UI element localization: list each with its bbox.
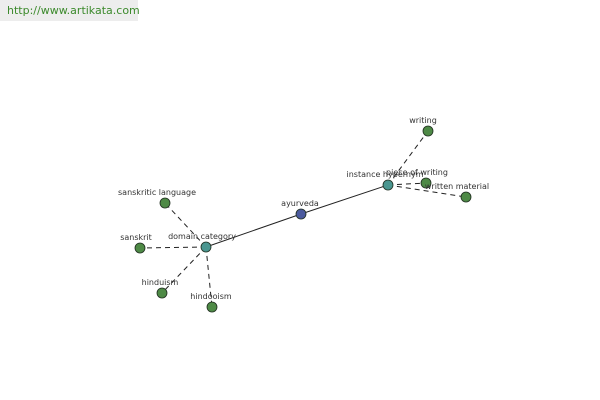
- source-banner: http://www.artikata.com: [0, 0, 140, 21]
- node-label-piece-of-writing: piece of writing: [386, 168, 448, 177]
- node-label-hinduism: hinduism: [142, 278, 179, 287]
- edge-instance-hypernym-to-writing: [387, 130, 429, 186]
- node-label-hindooism: hindooism: [190, 292, 232, 301]
- node-domain-category[interactable]: [200, 241, 212, 253]
- node-label-writing: writing: [409, 116, 437, 125]
- node-layer: [134, 125, 472, 313]
- source-link[interactable]: http://www.artikata.com: [7, 4, 140, 17]
- node-label-domain-category: domain category: [168, 232, 236, 241]
- edge-domain-category-to-hinduism: [161, 246, 207, 294]
- node-writing[interactable]: [422, 125, 434, 137]
- node-instance-hypernym[interactable]: [382, 179, 394, 191]
- node-label-ayurveda: ayurveda: [281, 199, 319, 208]
- node-hindooism[interactable]: [206, 301, 218, 313]
- edge-domain-category-to-sanskrit: [139, 246, 207, 249]
- node-label-instance-hypernym: instance hypernym: [347, 170, 424, 179]
- edge-domain-category-to-ayurveda: [205, 213, 302, 248]
- node-hinduism[interactable]: [156, 287, 168, 299]
- node-label-sanskrit: sanskrit: [120, 233, 152, 242]
- node-written-material[interactable]: [460, 191, 472, 203]
- edge-domain-category-to-hindooism: [205, 246, 213, 308]
- node-ayurveda[interactable]: [295, 208, 307, 220]
- node-sanskritic-language[interactable]: [159, 197, 171, 209]
- node-piece-of-writing[interactable]: [420, 177, 432, 189]
- edge-instance-hypernym-to-written-material: [387, 184, 467, 198]
- node-sanskrit[interactable]: [134, 242, 146, 254]
- edge-ayurveda-to-instance-hypernym: [300, 184, 389, 215]
- node-label-written-material: written material: [425, 182, 489, 191]
- edge-domain-category-to-sanskritic-language: [164, 202, 207, 248]
- edge-layer: [139, 130, 467, 308]
- label-layer: ayurveda instance hypernym domain category…: [118, 116, 489, 301]
- edge-instance-hypernym-to-piece-of-writing: [387, 182, 427, 186]
- node-label-sanskritic-language: sanskritic language: [118, 188, 196, 197]
